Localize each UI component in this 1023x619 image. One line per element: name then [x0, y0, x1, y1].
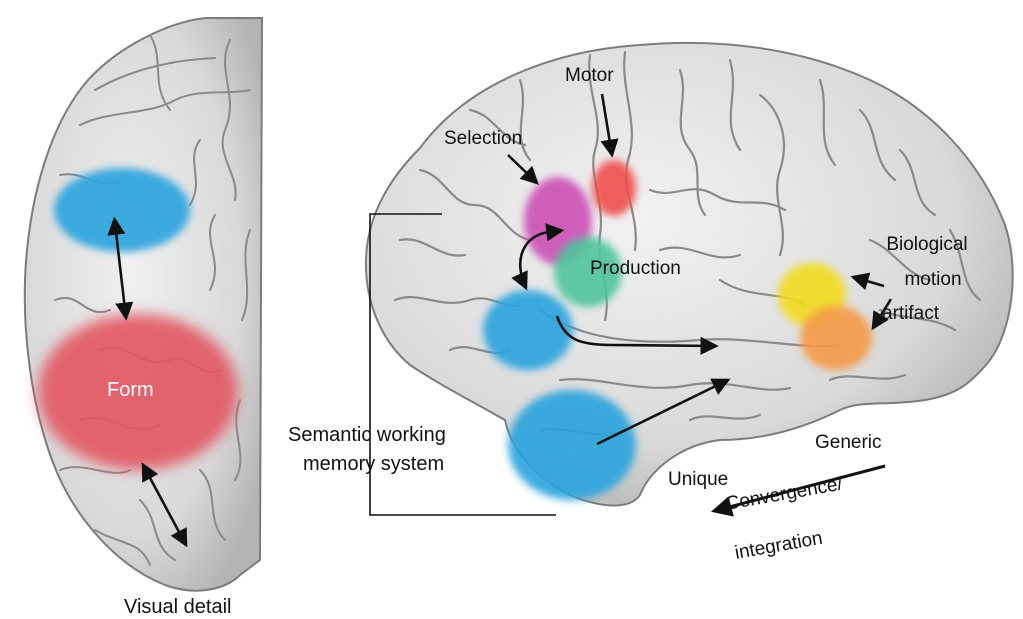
production-label: Production [590, 257, 681, 280]
generic-label: Generic [815, 431, 882, 454]
visual-blue-region [54, 168, 190, 252]
motion-label: motion [897, 268, 969, 291]
artifact-label: artifact [882, 302, 939, 325]
motor-label: Motor [565, 64, 614, 87]
biological-label: Biological [884, 233, 970, 256]
memory-system-label: memory system [303, 453, 444, 476]
selection-label: Selection [444, 127, 522, 150]
unique-label: Unique [668, 468, 728, 491]
form-label: Form [107, 379, 154, 402]
temporal-pole-region [508, 390, 636, 500]
artifact-region [800, 306, 872, 370]
semantic-frontal-region [483, 290, 573, 370]
semantic-working-label: Semantic working [288, 424, 446, 447]
ventral-brain-view [25, 18, 262, 591]
motor-region [592, 160, 636, 216]
visual-detail-label: Visual detail [124, 596, 231, 619]
